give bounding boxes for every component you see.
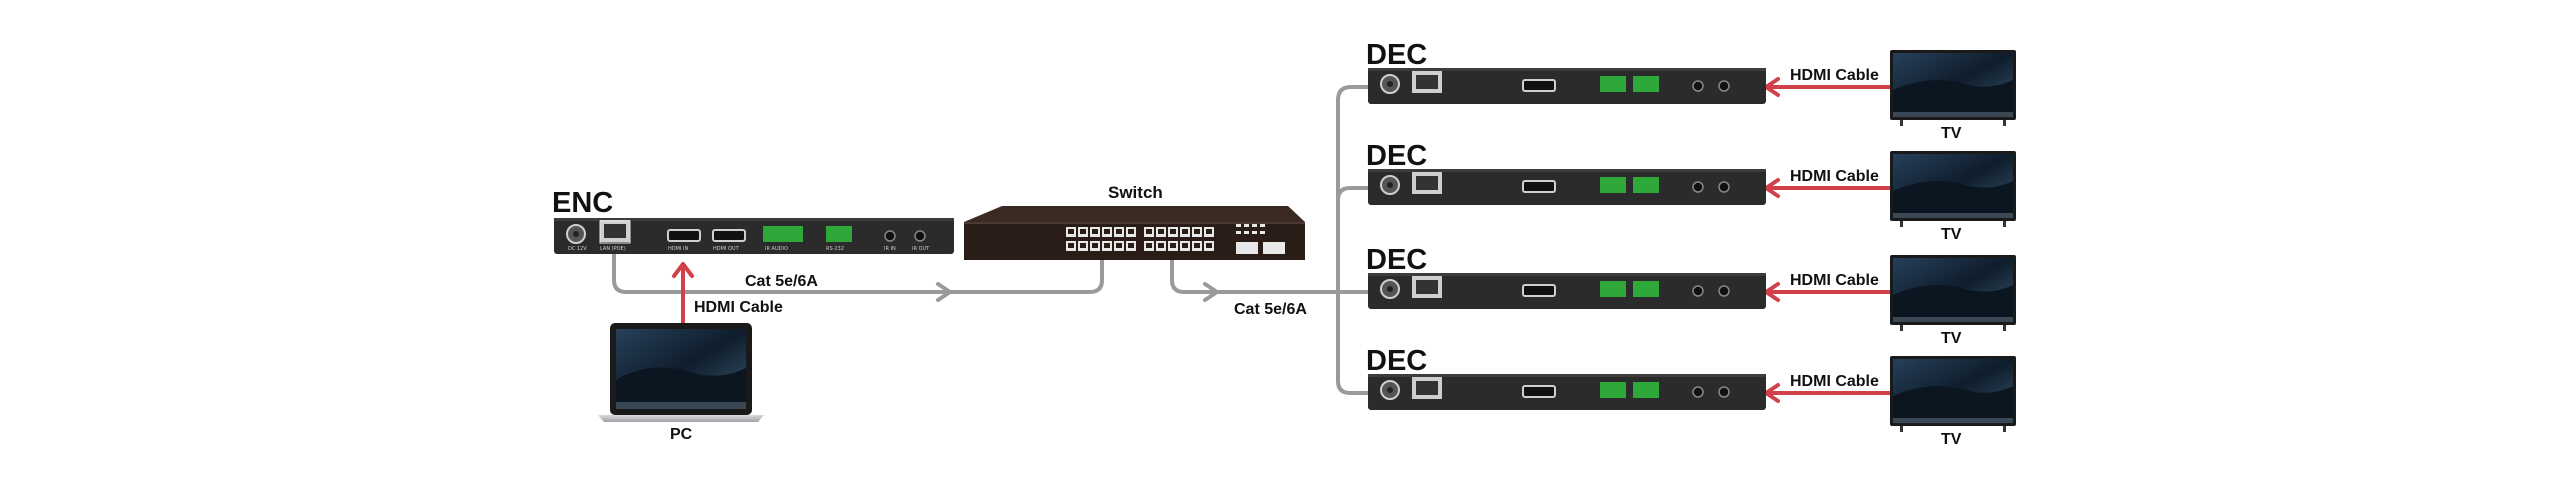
pc-label: PC (670, 426, 693, 443)
decoder-device (1368, 169, 1766, 205)
decoder-label: DEC (1366, 345, 1427, 377)
decoder-label: DEC (1366, 244, 1427, 276)
pc-laptop (598, 323, 764, 422)
cat-cable-label-dec: Cat 5e/6A (1234, 301, 1307, 318)
tv-label: TV (1941, 431, 1962, 448)
svg-text:LAN (POE): LAN (POE) (600, 246, 626, 252)
decoder-label: DEC (1366, 140, 1427, 172)
decoder-device (1368, 374, 1766, 410)
hdmi-cables-dec-to-tv (1764, 77, 1892, 403)
svg-text:IR AUDIO: IR AUDIO (765, 246, 788, 252)
svg-text:HDMI OUT: HDMI OUT (713, 246, 740, 252)
tv-label: TV (1941, 125, 1962, 142)
tv-display (1890, 356, 2016, 432)
svg-text:IR IN: IR IN (884, 246, 896, 252)
decoder-label: DEC (1366, 39, 1427, 71)
cat-cable-enc-to-switch (612, 241, 1104, 302)
tv-label: TV (1941, 226, 1962, 243)
hdmi-cable-label-dec: HDMI Cable (1790, 373, 1879, 390)
switch-rj45-ports (1066, 224, 1285, 254)
tv-display (1890, 255, 2016, 331)
svg-text:IR OUT: IR OUT (912, 246, 930, 252)
decoder-device (1368, 68, 1766, 104)
svg-text:RS-232: RS-232 (826, 246, 844, 252)
encoder-label: ENC (552, 187, 613, 219)
tv-display (1890, 50, 2016, 126)
hdmi-cable-label-dec: HDMI Cable (1790, 272, 1879, 289)
encoder-lan-port-highlight (599, 220, 631, 244)
switch-label: Switch (1108, 183, 1163, 202)
hdmi-cable-label-dec: HDMI Cable (1790, 168, 1879, 185)
tv-display (1890, 151, 2016, 227)
hdmi-cable-label-dec: HDMI Cable (1790, 67, 1879, 84)
cat-cable-label-enc: Cat 5e/6A (745, 273, 818, 290)
encoder-device: DC 12V LAN (POE) HDMI IN HDMI OUT IR AUD… (554, 218, 954, 254)
hdmi-cable-label-pc: HDMI Cable (694, 299, 783, 316)
hdmi-cable-pc-to-enc (672, 262, 694, 325)
svg-text:DC 12V: DC 12V (568, 246, 587, 252)
decoder-device (1368, 273, 1766, 309)
svg-text:HDMI IN: HDMI IN (668, 246, 688, 252)
tv-label: TV (1941, 330, 1962, 347)
cat-cable-switch-to-decoders (1170, 85, 1384, 395)
